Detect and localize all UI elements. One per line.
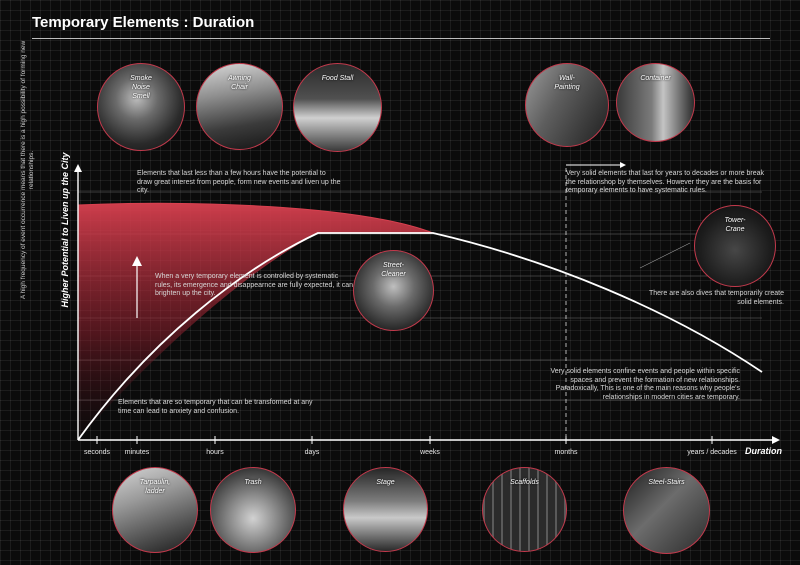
- note-anxiety: Elements that are so temporary that can …: [118, 399, 313, 415]
- y-axis-label: Higher Potential to Liven up the City: [60, 152, 70, 308]
- photo-label: Awning Chair: [228, 75, 251, 91]
- photo-label: Stage: [376, 479, 395, 486]
- photo-label: Container: [640, 75, 671, 82]
- note-systematic: When a very temporary element is control…: [155, 273, 354, 298]
- photo-label: Food Stall: [321, 75, 354, 82]
- title-divider: [32, 38, 770, 39]
- photo-tarpaulin-ladder: Tarpaulin, ladder: [112, 467, 198, 553]
- photo-label: Tower- Crane: [724, 217, 746, 233]
- photo-steel-stairs: Steel-Stairs: [623, 467, 710, 554]
- photo-label: Wall- Painting: [554, 75, 580, 91]
- rise-arrow-icon: [132, 256, 142, 266]
- months-arrow-icon: [620, 162, 626, 168]
- potential-envelope-top: [77, 202, 434, 234]
- photo-tower-crane: Tower- Crane: [694, 205, 776, 287]
- photo-stage: Stage: [343, 467, 428, 552]
- x-axis-label: Duration: [745, 446, 782, 456]
- photo-wall-painting: Wall- Painting: [525, 63, 609, 147]
- photo-label: Tarpaulin, ladder: [139, 479, 171, 495]
- x-axis-arrow-icon: [772, 436, 780, 444]
- photo-label: Street- Cleaner: [381, 262, 406, 278]
- photo-label: Scaffolds: [510, 479, 539, 486]
- tick-hours: hours: [206, 449, 224, 456]
- crane-connector: [639, 242, 691, 269]
- photo-scaffolds: Scaffolds: [482, 467, 567, 552]
- tick-seconds: seconds: [83, 449, 111, 456]
- note-solid-elements: Very solid elements that last for years …: [566, 170, 765, 195]
- photo-label: Trash: [244, 479, 262, 486]
- page-title: Temporary Elements : Duration: [32, 14, 255, 31]
- tick-minutes: minutes: [124, 449, 150, 456]
- potential-envelope-fill: [78, 203, 433, 440]
- photo-awning-chair: Awning Chair: [196, 63, 283, 150]
- potential-curve: [77, 232, 763, 441]
- tick-weeks: weeks: [420, 449, 440, 456]
- photo-label: Smoke Noise Smell: [130, 75, 152, 100]
- note-dives: There are also dives that temporarily cr…: [648, 290, 784, 306]
- y-axis-arrow-icon: [74, 164, 82, 172]
- photo-trash: Trash: [210, 467, 296, 553]
- note-confine: Very solid elements confine events and p…: [550, 368, 741, 401]
- x-ticks: [96, 436, 713, 444]
- tick-years-decades: years / decades: [687, 449, 737, 456]
- tick-months: months: [554, 449, 578, 456]
- note-short-duration: Elements that last less than a few hours…: [137, 170, 341, 195]
- photo-container: Container: [616, 63, 695, 142]
- photo-street-cleaner: Street- Cleaner: [353, 250, 434, 331]
- photo-smoke-noise-smell: Smoke Noise Smell: [97, 63, 185, 151]
- photo-label: Steel-Stairs: [648, 479, 685, 486]
- side-note: A high frequency of event occurrence mea…: [20, 40, 35, 300]
- photo-food-stall: Food Stall: [293, 63, 382, 152]
- tick-days: days: [304, 449, 320, 456]
